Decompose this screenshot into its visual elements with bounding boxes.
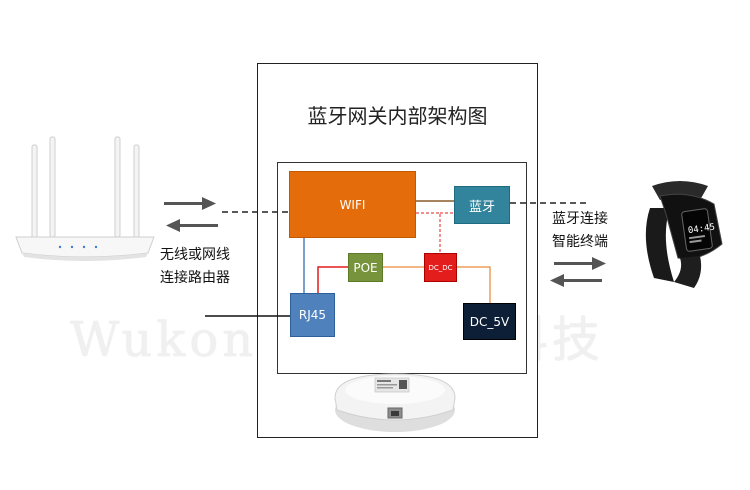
bluetooth-module-label: 蓝牙 [468, 199, 495, 215]
poe-module-label: POE [353, 260, 378, 275]
band-arrows [550, 257, 606, 287]
bluetooth-module: 蓝牙 [454, 186, 510, 224]
router-image [15, 136, 155, 261]
router-arrows [164, 197, 218, 232]
smartband-time: 04:45 [687, 223, 715, 237]
dcdc-module: DC_DC [424, 253, 457, 282]
inner-board [277, 162, 527, 374]
dc5v-module-label: DC_5V [469, 314, 510, 329]
wifi-module-label: WIFI [339, 197, 366, 212]
dcdc-module-label: DC_DC [428, 263, 453, 272]
band-label-line2: 智能终端 [552, 234, 608, 250]
dcdc-dc5v-line [457, 266, 491, 303]
rj45-module-label: RJ45 [298, 308, 327, 322]
router-connection-label: 无线或网线 连接路由器 [160, 244, 230, 290]
band-connection-label: 蓝牙连接 智能终端 [552, 208, 608, 254]
band-label-line1: 蓝牙连接 [552, 211, 608, 227]
router-label-line1: 无线或网线 [160, 247, 230, 263]
dc5v-module: DC_5V [463, 303, 516, 340]
gateway-device-image [334, 373, 456, 432]
router-label-line2: 连接路由器 [160, 270, 230, 286]
rj45-module: RJ45 [290, 293, 335, 337]
wifi-module: WIFI [289, 171, 416, 238]
smartband-image: 04:45 [645, 181, 723, 288]
rj45-poe-line [317, 266, 348, 293]
wifi-dcdc-dashed [416, 212, 441, 253]
diagram-title: 蓝牙网关内部架构图 [307, 104, 488, 128]
poe-module: POE [348, 253, 383, 282]
